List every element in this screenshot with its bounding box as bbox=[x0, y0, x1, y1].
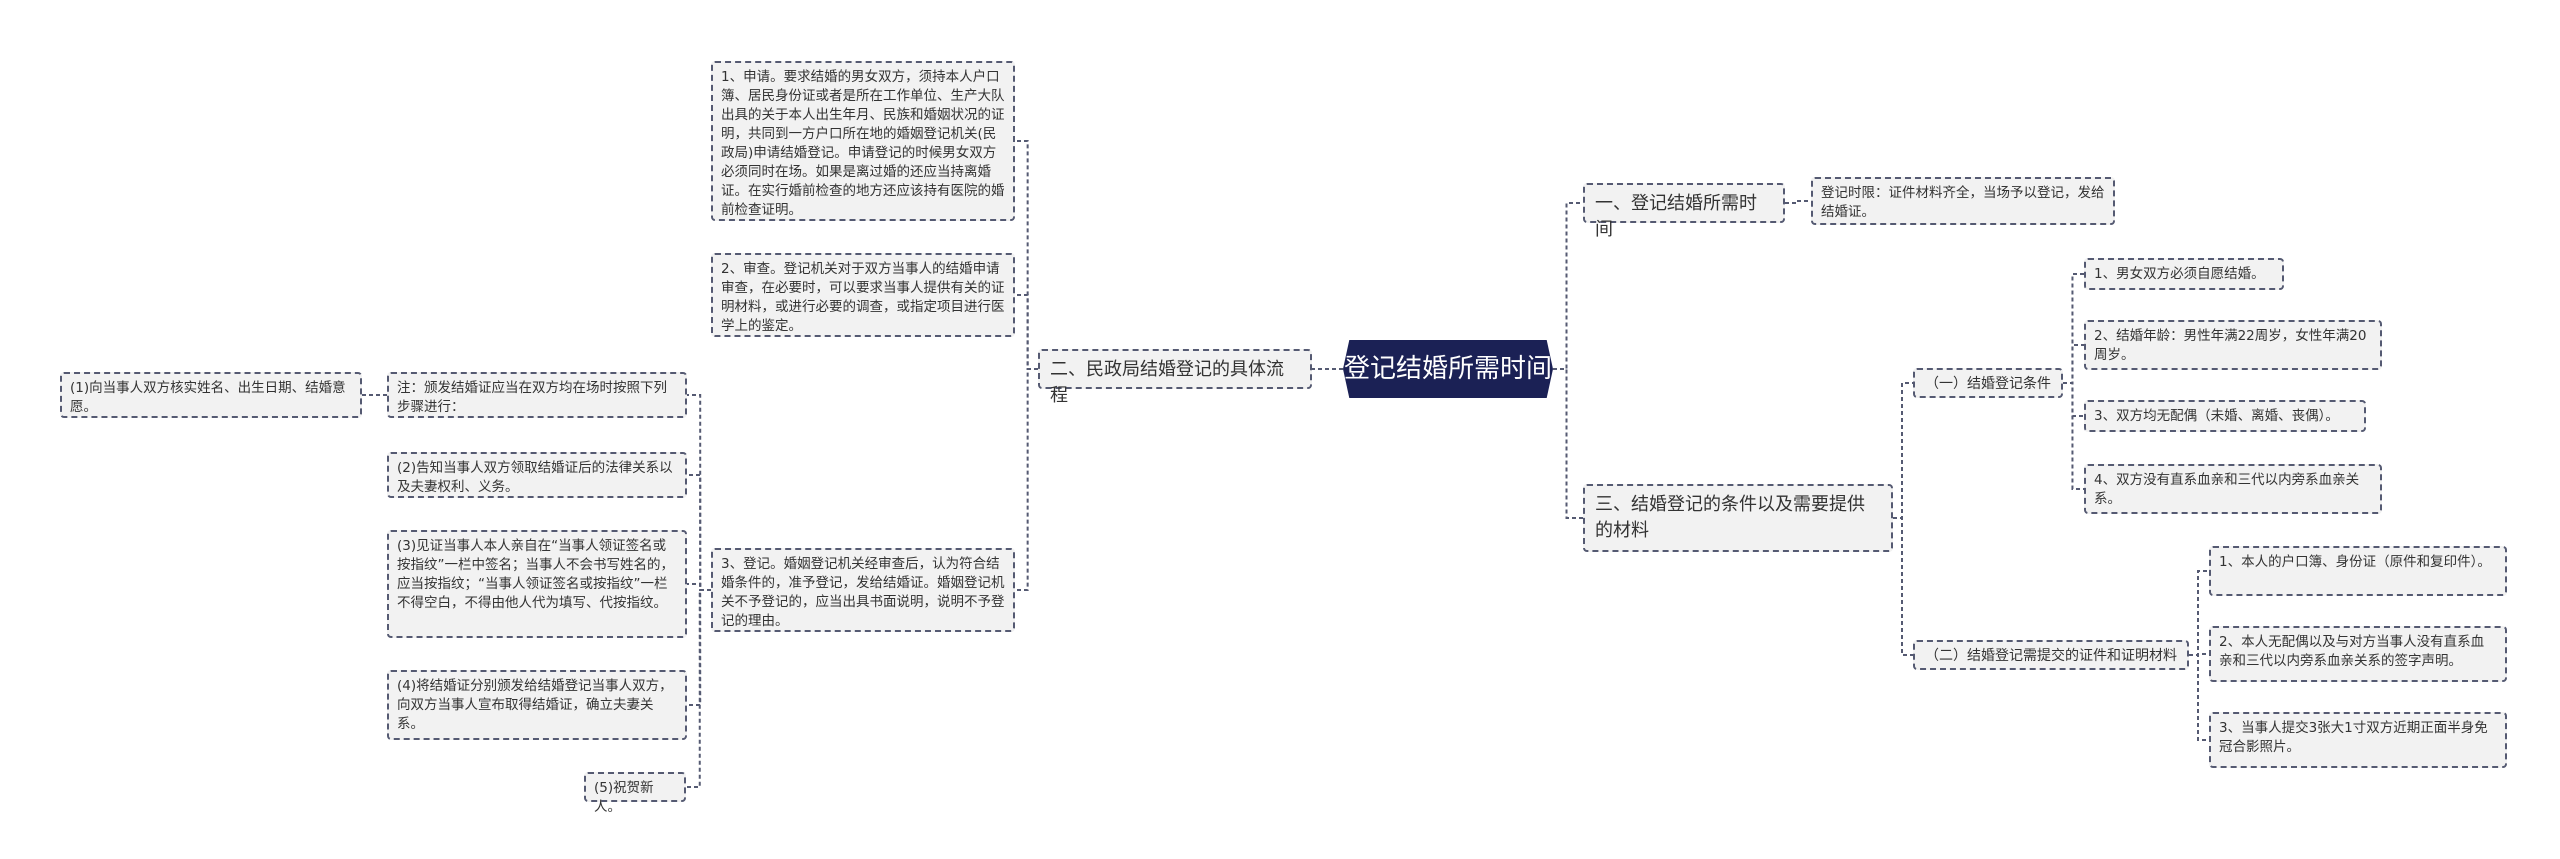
connector-process-step3-register-process-note bbox=[687, 394, 711, 591]
cond-item-1[interactable]: 1、男女双方必须自愿结婚。 bbox=[2084, 258, 2284, 290]
connector-branch-time-time-detail bbox=[1785, 200, 1811, 204]
connector-branch-process-process-step2-review bbox=[1015, 294, 1038, 370]
connector-branch-conditions-material-group bbox=[1893, 517, 1913, 656]
connector-cond-group-cond-item-2 bbox=[2063, 344, 2084, 384]
process-note[interactable]: 注：颁发结婚证应当在双方均在场时按照下列步骤进行： bbox=[387, 372, 687, 418]
cond-item-2[interactable]: 2、结婚年龄：男性年满22周岁，女性年满20周岁。 bbox=[2084, 320, 2382, 370]
process-sub5[interactable]: (5)祝贺新人。 bbox=[584, 772, 686, 815]
connector-cond-group-cond-item-4 bbox=[2063, 382, 2084, 490]
connector-branch-process-process-step1-apply bbox=[1015, 140, 1038, 370]
process-sub3[interactable]: (3)见证当事人本人亲自在“当事人领证签名或按指纹”一栏中签名；当事人不会书写姓… bbox=[387, 530, 687, 638]
process-sub2[interactable]: (2)告知当事人双方领取结婚证后的法律关系以及夫妻权利、义务。 bbox=[387, 452, 687, 498]
cond-item-4[interactable]: 4、双方没有直系血亲和三代以内旁系血亲关系。 bbox=[2084, 464, 2382, 514]
time-detail[interactable]: 登记时限：证件材料齐全，当场予以登记，发给结婚证。 bbox=[1811, 177, 2115, 225]
branch-conditions[interactable]: 三、结婚登记的条件以及需要提供的材料 bbox=[1583, 484, 1893, 552]
root-topic[interactable]: 登记结婚所需时间 bbox=[1343, 340, 1553, 398]
connector-material-group-material-item-1 bbox=[2189, 570, 2209, 656]
process-sub4[interactable]: (4)将结婚证分别颁发给结婚登记当事人双方，向双方当事人宣布取得结婚证，确立夫妻… bbox=[387, 670, 687, 740]
connector-cond-group-cond-item-3 bbox=[2063, 382, 2084, 417]
branch-process[interactable]: 二、民政局结婚登记的具体流程 bbox=[1038, 349, 1312, 406]
process-note-sub1[interactable]: (1)向当事人双方核实姓名、出生日期、结婚意愿。 bbox=[60, 372, 362, 418]
material-group[interactable]: （二）结婚登记需提交的证件和证明材料 bbox=[1913, 640, 2189, 670]
material-item-2[interactable]: 2、本人无配偶以及与对方当事人没有直系血亲和三代以内旁系血亲关系的签字声明。 bbox=[2209, 626, 2507, 682]
connector-root-topic-branch-time bbox=[1553, 202, 1583, 370]
connector-process-step3-register-process-sub5 bbox=[686, 589, 711, 788]
connector-branch-conditions-cond-group bbox=[1893, 382, 1913, 519]
process-step3-register[interactable]: 3、登记。婚姻登记机关经审查后，认为符合结婚条件的，准予登记，发给结婚证。婚姻登… bbox=[711, 548, 1015, 632]
connector-root-topic-branch-conditions bbox=[1553, 368, 1583, 519]
connector-branch-process-process-step3-register bbox=[1015, 368, 1038, 591]
connector-cond-group-cond-item-1 bbox=[2063, 273, 2084, 384]
material-item-3[interactable]: 3、当事人提交3张大1寸双方近期正面半身免冠合影照片。 bbox=[2209, 712, 2507, 768]
connector-material-group-material-item-3 bbox=[2189, 654, 2209, 741]
branch-time[interactable]: 一、登记结婚所需时间 bbox=[1583, 183, 1785, 240]
process-step1-apply[interactable]: 1、申请。要求结婚的男女双方，须持本人户口簿、居民身份证或者是所在工作单位、生产… bbox=[711, 61, 1015, 221]
material-item-1[interactable]: 1、本人的户口簿、身份证（原件和复印件）。 bbox=[2209, 546, 2507, 596]
cond-group[interactable]: （一）结婚登记条件 bbox=[1913, 368, 2063, 398]
connector-process-step3-register-process-sub3 bbox=[687, 583, 711, 591]
process-step2-review[interactable]: 2、审查。登记机关对于双方当事人的结婚申请审查，在必要时，可以要求当事人提供有关… bbox=[711, 253, 1015, 337]
cond-item-3[interactable]: 3、双方均无配偶（未婚、离婚、丧偶）。 bbox=[2084, 400, 2366, 432]
connector-process-step3-register-process-sub2 bbox=[687, 474, 711, 591]
